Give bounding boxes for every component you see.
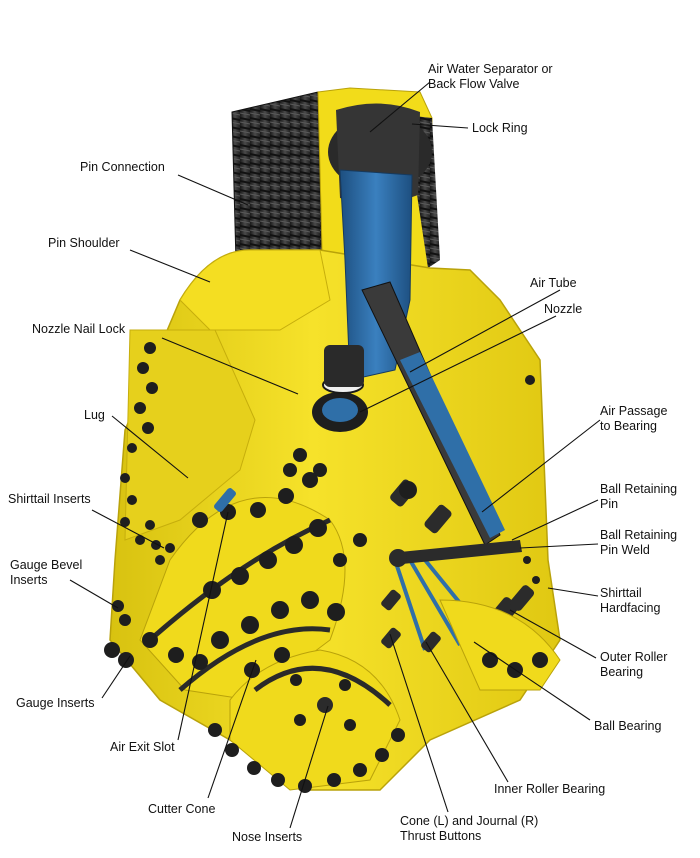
pin-connection-threads [231, 91, 323, 263]
leader-lines [69, 81, 601, 829]
label-lock-ring: Lock Ring [472, 121, 528, 135]
label-gauge-inserts: Gauge Inserts [16, 696, 95, 710]
label-inner-roller-bearing: Inner Roller Bearing [494, 782, 606, 796]
lug-face [124, 329, 256, 541]
label-cone-thrust-buttons: Cone (L) and Journal (R)Thrust Buttons [400, 814, 539, 843]
air-tube-blue-channel [400, 352, 505, 538]
air-exit-slot [214, 488, 236, 512]
label-lug: Lug [84, 408, 105, 422]
pin-shoulder [179, 249, 331, 331]
label-shirttail-inserts: Shirttail Inserts [8, 492, 91, 506]
label-pin-connection: Pin Connection [80, 160, 165, 174]
label-air-tube: Air Tube [530, 276, 577, 290]
label-nozzle: Nozzle [544, 302, 583, 316]
ball-retaining-pin [400, 540, 522, 564]
label-nozzle-nail-lock: Nozzle Nail Lock [32, 322, 126, 336]
label-air-exit-slot: Air Exit Slot [110, 740, 175, 754]
label-nose-inserts: Nose Inserts [232, 830, 303, 844]
label-pin-shoulder: Pin Shoulder [48, 236, 120, 250]
label-cutter-cone: Cutter Cone [148, 802, 216, 816]
label-ball-bearing: Ball Bearing [594, 719, 662, 733]
carbide-inserts [104, 342, 548, 793]
